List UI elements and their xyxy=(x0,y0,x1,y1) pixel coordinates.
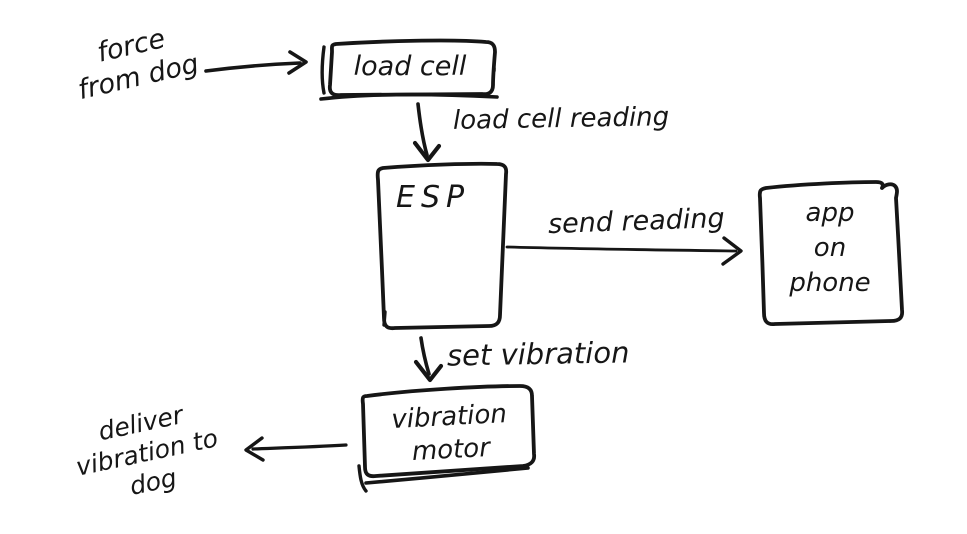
app-on-phone-box xyxy=(757,180,905,327)
arrow-esp-to-vibration-motor xyxy=(413,336,444,383)
send-reading-label: send reading xyxy=(547,202,726,241)
vibration-motor-box xyxy=(357,384,537,493)
node-label-line: phone xyxy=(789,268,871,299)
load-cell-reading-label: load cell reading xyxy=(452,102,670,136)
arrow-load-cell-to-esp xyxy=(412,102,442,163)
node-label-line: app xyxy=(805,198,855,228)
set-vibration-label: set vibration xyxy=(446,335,630,373)
node-label-line: load cell xyxy=(353,51,467,82)
esp-label: ESP xyxy=(396,180,471,215)
arrow-esp-to-app xyxy=(505,236,743,266)
app-on-phone-label: app on phone xyxy=(770,196,890,301)
arrow-vibration-motor-to-dog xyxy=(244,436,348,462)
load-cell-box xyxy=(319,38,499,101)
node-label-line: on xyxy=(813,233,847,264)
load-cell-label: load cell xyxy=(330,51,490,83)
arrow-force-to-load-cell xyxy=(204,50,308,75)
esp-box xyxy=(375,161,509,331)
vibration-motor-label: vibration motor xyxy=(373,397,526,470)
